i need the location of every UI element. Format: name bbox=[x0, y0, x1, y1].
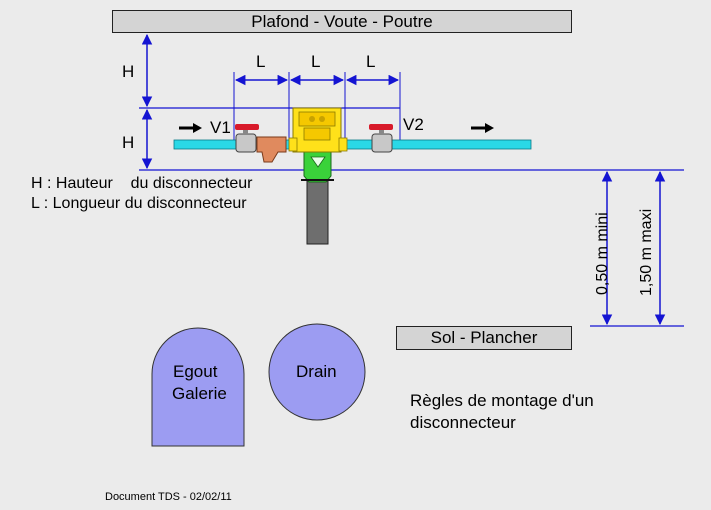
legend-height: H : Hauteur du disconnecteur bbox=[31, 175, 253, 192]
caption-line-2: disconnecteur bbox=[410, 413, 516, 432]
valve-v1 bbox=[235, 133, 257, 153]
ceiling-label: Plafond - Voute - Poutre bbox=[251, 11, 433, 31]
drain-label: Drain bbox=[296, 362, 337, 381]
floor-box: Sol - Plancher bbox=[396, 326, 572, 350]
min-height-label: 0,50 m mini bbox=[594, 212, 611, 295]
funnel bbox=[303, 151, 332, 183]
galerie-label: Galerie bbox=[172, 384, 227, 403]
egout-label: Egout bbox=[173, 362, 218, 381]
l-label-2: L bbox=[311, 52, 321, 71]
pipe bbox=[173, 139, 532, 150]
valve-v2-label: V2 bbox=[403, 115, 424, 134]
l-label-3: L bbox=[366, 52, 376, 71]
legend-length: L : Longueur du disconnecteur bbox=[31, 195, 247, 212]
flow-arrow-left bbox=[179, 123, 202, 133]
ceiling-box: Plafond - Voute - Poutre bbox=[112, 10, 572, 33]
valve-v2 bbox=[371, 133, 393, 153]
funnel-cone bbox=[310, 156, 326, 168]
drain-circle bbox=[268, 323, 366, 421]
h-label-upper: H bbox=[122, 62, 135, 81]
floor-label: Sol - Plancher bbox=[430, 328, 538, 347]
l-label-1: L bbox=[256, 52, 266, 71]
valve-v1-label: V1 bbox=[210, 118, 231, 137]
filter bbox=[256, 136, 287, 163]
flow-arrow-right bbox=[471, 123, 494, 133]
footer-note: Document TDS - 02/02/11 bbox=[105, 491, 232, 503]
drain-pipe bbox=[306, 180, 329, 245]
max-height-label: 1,50 m maxi bbox=[638, 208, 655, 296]
egout-galerie-shape bbox=[151, 327, 245, 447]
h-label-lower: H bbox=[122, 133, 135, 152]
caption-line-1: Règles de montage d'un bbox=[410, 391, 594, 410]
